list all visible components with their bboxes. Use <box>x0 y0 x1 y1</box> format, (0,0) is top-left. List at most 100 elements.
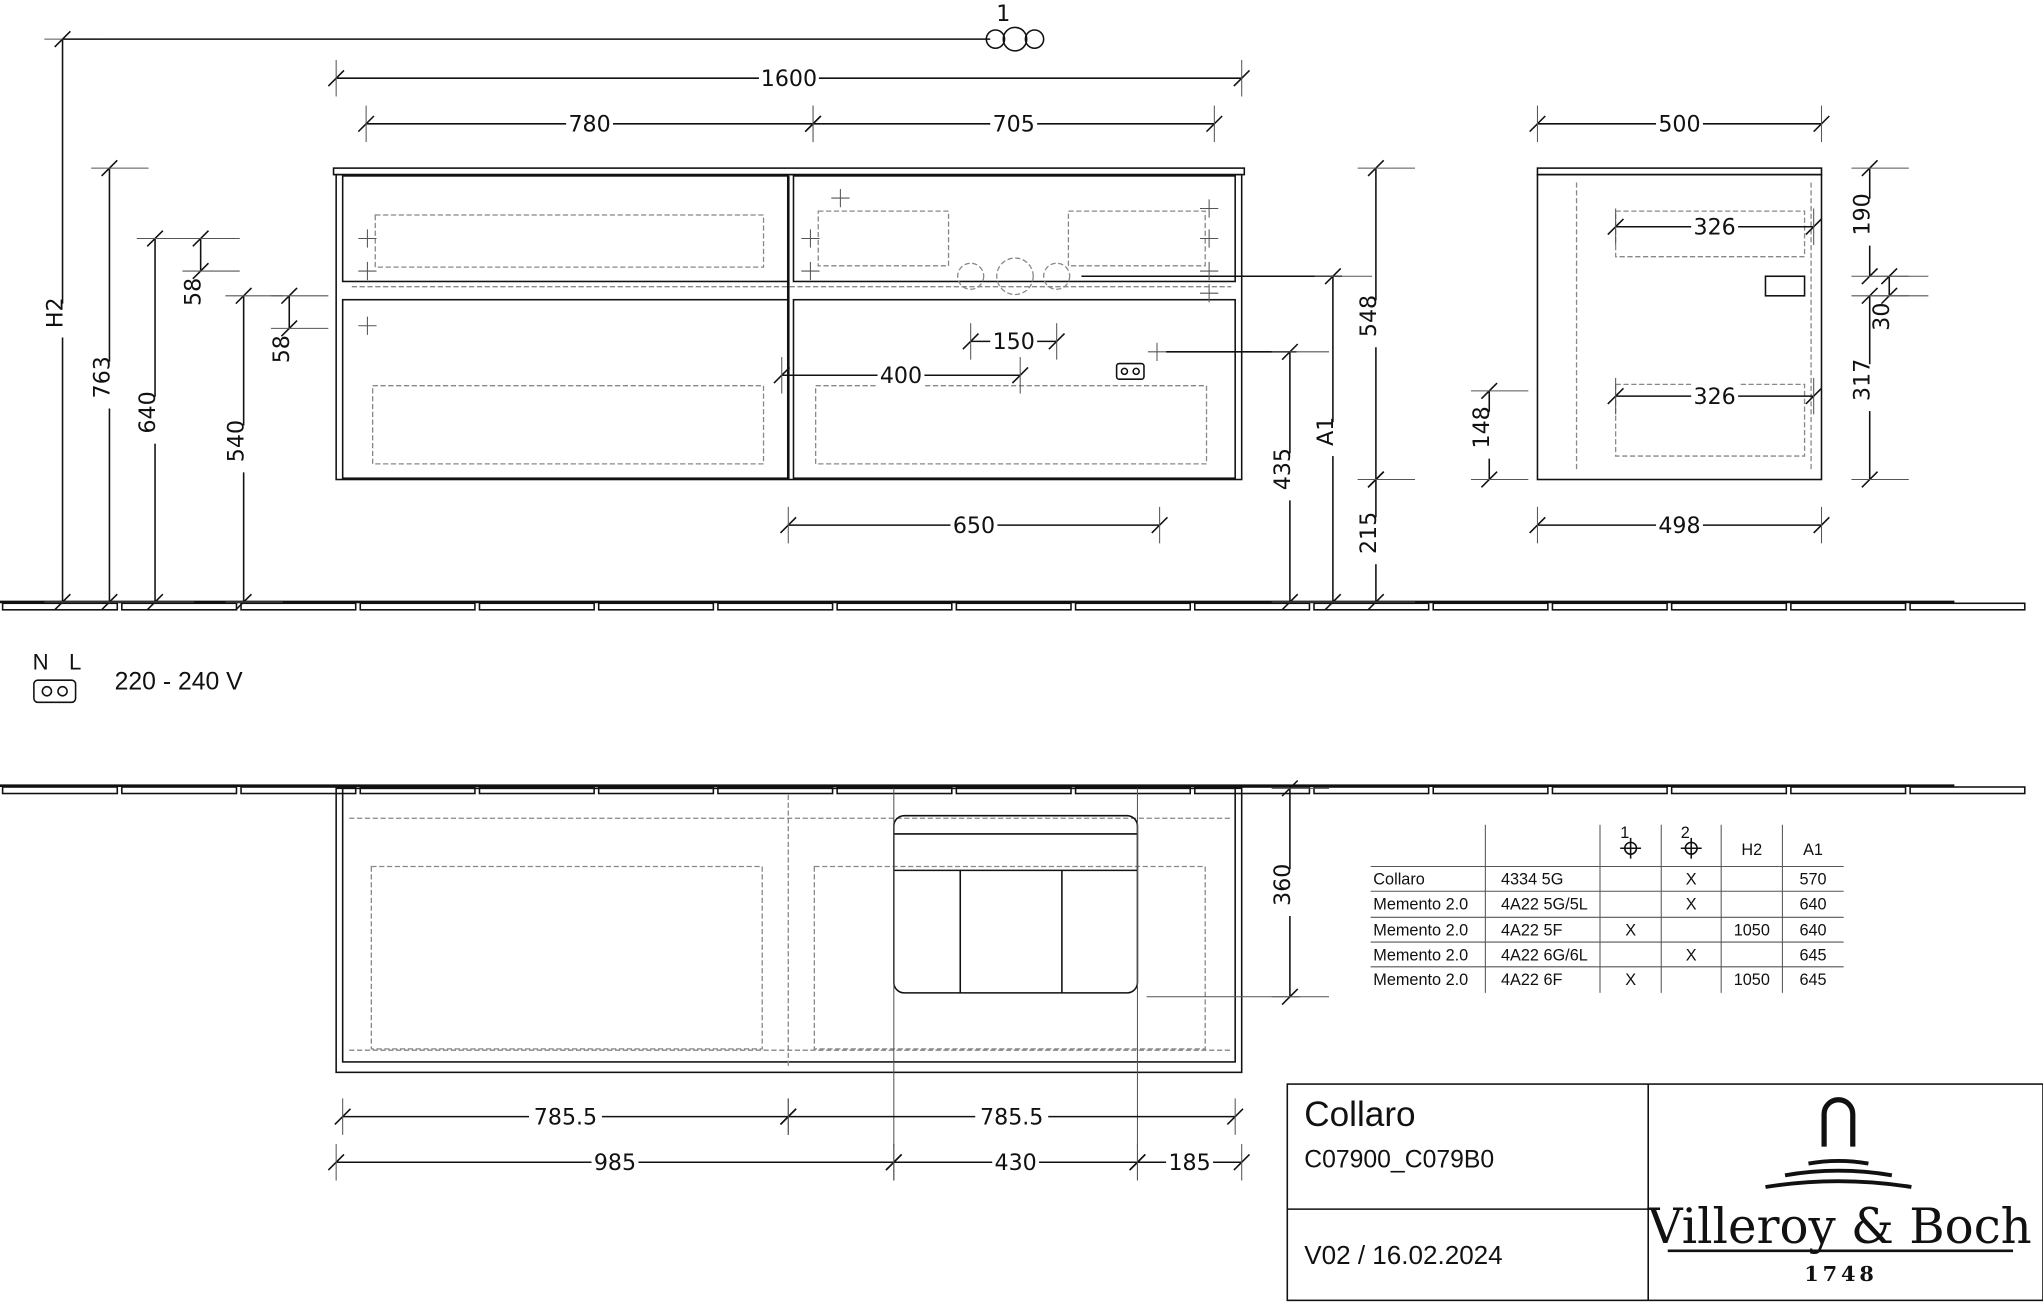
dimension-label: 640 <box>135 391 161 433</box>
dimension-vertical: 215 <box>1356 471 1415 611</box>
dimension-label: 430 <box>995 1150 1037 1176</box>
dimension-label: 317 <box>1850 359 1876 401</box>
connection-icon <box>1620 837 1642 859</box>
dimension-label: 705 <box>993 112 1035 138</box>
title-block: Collaro C07900_C079B0 V02 / 16.02.2024 V… <box>1286 1083 2043 1302</box>
dimension-label: 400 <box>880 363 922 389</box>
dimension-horizontal: 400 <box>773 357 1029 394</box>
table-cell: 640 <box>1799 922 1826 940</box>
dimension-label: 360 <box>1270 864 1296 906</box>
socket-icon <box>33 679 77 704</box>
live-label: L <box>69 650 81 675</box>
table-cell: 640 <box>1799 895 1826 913</box>
dimension-horizontal: 785.5 <box>334 1098 797 1135</box>
table-cell: Collaro <box>1373 871 1425 889</box>
table-cell: X <box>1625 922 1636 940</box>
dimension-horizontal: 500 <box>1529 105 1830 143</box>
dimension-label: 30 <box>1869 303 1895 331</box>
dimension-label: 215 <box>1356 512 1382 554</box>
dimension-vertical: 317 <box>1850 287 1909 488</box>
table-cell: 1050 <box>1734 922 1770 940</box>
table-cell: 570 <box>1799 871 1826 889</box>
dimension-horizontal: 705 <box>804 105 1223 143</box>
dimension-horizontal: 185 <box>1129 1144 1251 1181</box>
product-code: C07900_C079B0 <box>1304 1146 1494 1173</box>
dimension-horizontal: 150 <box>962 323 1066 360</box>
dimension-vertical: 548 <box>1356 159 1415 488</box>
table-cell: 4A22 6F <box>1501 971 1563 989</box>
table-cell: X <box>1686 871 1697 889</box>
brand-name: Villeroy & Boch <box>1647 1199 2032 1255</box>
brand-logo: Villeroy & Boch 1748 <box>1647 1097 2032 1286</box>
dimension-horizontal: 780 <box>357 105 822 143</box>
side-view <box>1536 167 1823 481</box>
table-cell: 4A22 5F <box>1501 922 1563 940</box>
dimension-horizontal: 1600 <box>327 59 1251 97</box>
dimension-vertical: 360 <box>1270 779 1329 1006</box>
table-row: Collaro 4334 5G X 570 <box>1373 871 1826 889</box>
dimension-label: 763 <box>89 356 115 398</box>
dimension-vertical: 58 <box>269 287 329 374</box>
table-cell: X <box>1625 971 1636 989</box>
dimension-vertical: 435 <box>1270 343 1329 611</box>
dimension-label: 785.5 <box>534 1104 597 1130</box>
front-view <box>332 167 1343 481</box>
dimension-vertical: A1 <box>1313 267 1372 611</box>
header-label: A1 <box>1803 841 1823 859</box>
dimension-label: 548 <box>1356 295 1382 337</box>
table-cell: X <box>1686 946 1697 964</box>
dimension-vertical: 30 <box>1869 267 1929 342</box>
table-cell: Memento 2.0 <box>1373 895 1468 913</box>
dimension-vertical: 190 <box>1850 159 1909 285</box>
dimension-label: A1 <box>1313 417 1339 446</box>
dimension-horizontal: 985 <box>327 1144 903 1181</box>
dimension-horizontal: 498 <box>1529 506 1830 544</box>
table-cell: Memento 2.0 <box>1373 971 1468 989</box>
dimension-label: 58 <box>181 278 207 306</box>
plan-view <box>335 787 1301 1147</box>
dimension-label: 58 <box>269 335 295 363</box>
dimension-horizontal: 430 <box>885 1144 1146 1181</box>
dimension-horizontal: 785.5 <box>779 1098 1244 1135</box>
dimension-label: 148 <box>1469 406 1495 448</box>
table-cell: 1050 <box>1734 971 1770 989</box>
table-cell: Memento 2.0 <box>1373 922 1468 940</box>
table-row: Memento 2.0 4A22 5F X 1050 640 <box>1373 922 1826 940</box>
version-date: V02 / 16.02.2024 <box>1304 1240 1502 1270</box>
header-label: 1 <box>1620 824 1629 842</box>
dimension-label: 1600 <box>761 66 817 92</box>
dimension-label: 785.5 <box>980 1104 1043 1130</box>
power-spec: N L 220 - 240 V <box>33 650 243 704</box>
dimension-label: H2 <box>43 297 69 328</box>
table-cell: Memento 2.0 <box>1373 946 1468 964</box>
floor-line-bottom <box>0 784 2026 795</box>
dimension-label: 435 <box>1270 448 1296 490</box>
dimension-vertical: H2 <box>43 30 102 611</box>
dimension-label: 326 <box>1694 384 1736 410</box>
brand-year: 1748 <box>1804 1261 1878 1286</box>
dimension-label: 780 <box>568 112 610 138</box>
dimension-label: 540 <box>224 420 250 462</box>
header-label: 2 <box>1681 824 1690 842</box>
dimensions: 1600 780 705 500 326 326 150 400 650 498 785.5 785.… <box>43 30 1929 1181</box>
dimension-label: 190 <box>1850 193 1876 235</box>
dimension-vertical: 58 <box>181 230 240 317</box>
neutral-label: N <box>33 650 49 675</box>
dimension-horizontal: 326 <box>1607 208 1823 245</box>
socket-icon <box>1115 362 1145 380</box>
dimension-horizontal: 326 <box>1607 377 1823 415</box>
dimension-label: 326 <box>1694 215 1736 241</box>
marker-label: 1 <box>996 1 1010 27</box>
table-cell: 4334 5G <box>1501 871 1563 889</box>
product-name: Collaro <box>1304 1095 1415 1134</box>
connection-marker: 1 <box>62 1 1045 52</box>
dimension-label: 650 <box>953 513 995 539</box>
table-cell: 4A22 5G/5L <box>1501 895 1588 913</box>
dimension-label: 185 <box>1168 1150 1210 1176</box>
dimension-label: 150 <box>993 329 1035 355</box>
connection-icon <box>1680 837 1702 859</box>
